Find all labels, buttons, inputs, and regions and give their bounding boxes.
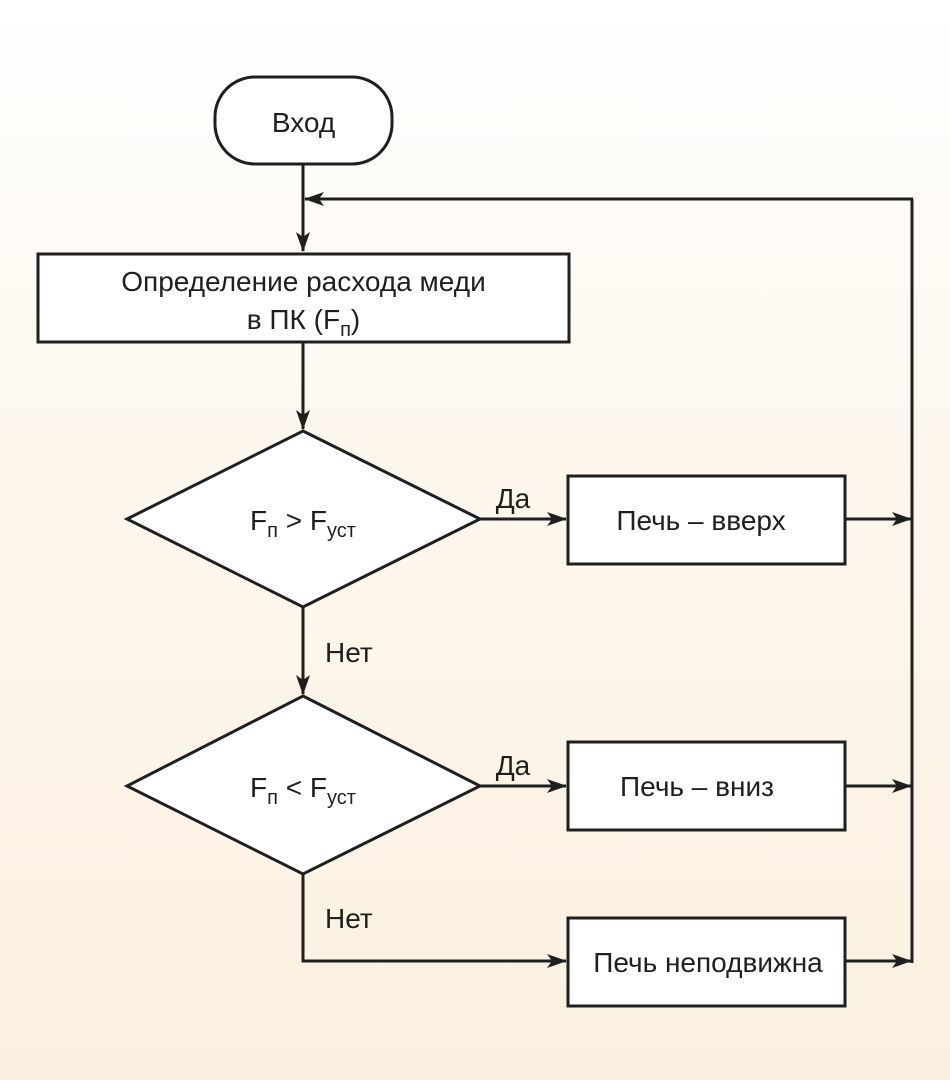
action-still-label: Печь неподвижна — [593, 947, 823, 978]
action-down-node: Печь – вниз — [566, 740, 847, 832]
measure-label-line1: Определение расхода меди — [121, 266, 485, 297]
edge-label-no1: Нет — [325, 637, 373, 668]
edge-label-yes2: Да — [496, 750, 531, 781]
edge-label-no2: Нет — [325, 903, 373, 934]
decision1-label: Fп > Fуст — [250, 505, 356, 542]
measure-node: Определение расхода меди в ПК (Fп) — [36, 252, 571, 344]
arrow-decision2-no — [301, 874, 567, 968]
action-still-shape — [566, 916, 847, 1008]
start-label: Вход — [272, 107, 335, 138]
decision1-node: Fп > Fуст — [123, 429, 484, 609]
action-up-node: Печь – вверх — [566, 474, 847, 566]
start-node: Вход — [213, 75, 394, 166]
action-down-shape — [566, 740, 847, 832]
edge-label-yes1: Да — [496, 483, 531, 514]
decision2-node: Fп < Fуст — [123, 694, 484, 876]
action-up-shape — [566, 474, 847, 566]
measure-process-shape — [36, 252, 571, 344]
decision2-label: Fп < Fуст — [250, 772, 356, 809]
action-down-label: Печь – вниз — [620, 771, 774, 802]
action-up-label: Печь – вверх — [616, 505, 785, 536]
action-still-node: Печь неподвижна — [566, 916, 847, 1008]
measure-label-line2: в ПК (Fп) — [247, 304, 360, 341]
